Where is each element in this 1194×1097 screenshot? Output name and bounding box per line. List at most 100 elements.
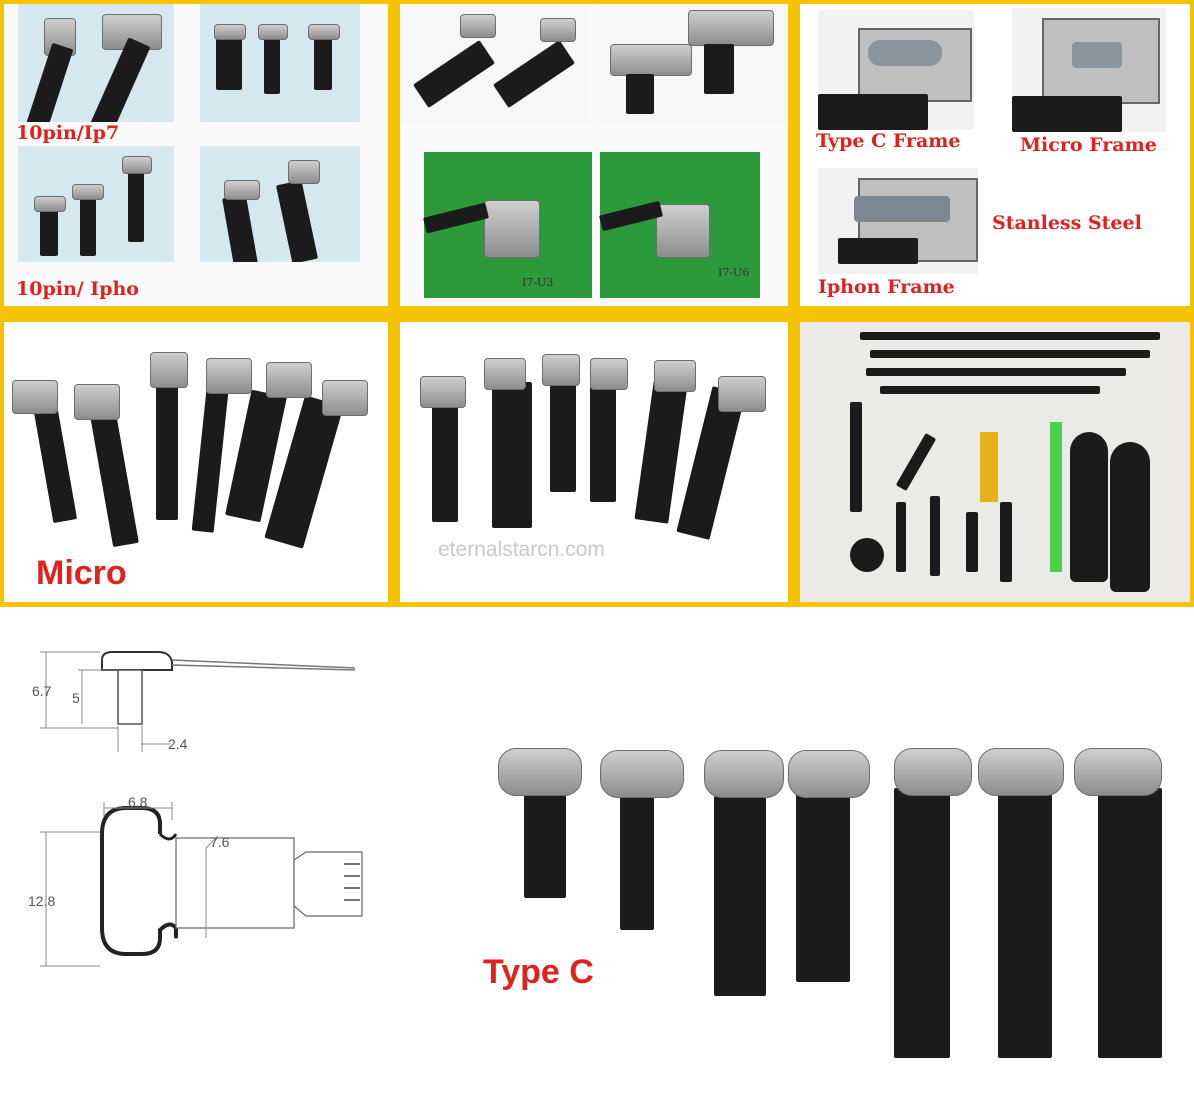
connector-image [288,160,320,184]
type-c-connector-image [704,750,784,798]
flex-cable-image [128,172,144,242]
micro-connector-image [12,380,58,414]
type-c-flex-cable-image [620,790,654,930]
photo-ip7-flat [18,4,174,122]
panel-connectors-row2: eternalstarcn.com [400,322,788,602]
flex-cable-image [264,34,280,94]
metal-shield-image [540,18,576,42]
photo-pcb-u6: I7-U6 [598,152,760,298]
label-10pin-ip7: 10pin/Ip7 [16,122,120,144]
flex-cable-image [896,502,906,572]
connector-image [854,196,950,222]
label-type-c: Type C [483,953,594,991]
dim-side-width: 2.4 [168,736,188,752]
flex-cable-image [895,433,937,491]
type-c-flex-cable-image [524,788,566,898]
photo-ip7-trio [200,4,360,122]
flex-cable-image [432,392,458,522]
type-c-flex-cable-image [894,788,950,1058]
type-c-flex-cable-image [1098,788,1162,1058]
type-c-connector-image [498,748,582,796]
flex-cable-image [1000,502,1012,582]
render-type-c-frame [818,10,974,130]
micro-connector-image [74,384,120,420]
watermark: eternalstarcn.com [438,538,605,561]
panel-frames: Type C Frame Micro Frame Stanless Steel … [800,4,1190,306]
flex-cable-image [550,372,576,492]
flex-cable-image [870,350,1150,358]
dim-top-neck: 7.6 [210,834,230,850]
photo-shield-pair [400,4,590,124]
dim-top-width: 6.8 [128,794,148,810]
flex-cable-image [590,372,616,502]
panel-10pin: 10pin/Ip7 10pin/ Ipho [4,4,388,306]
flex-cable-image [966,512,978,572]
dim-top-height: 12.8 [28,893,56,909]
label-type-c-frame: Type C Frame [816,130,961,152]
type-c-flex-cable-image [998,788,1052,1058]
connector-image [214,24,246,40]
panel-assorted [800,322,1190,602]
photo-ipho-trio [18,146,174,262]
connector-image [308,24,340,40]
metal-shield-image [460,14,496,38]
flex-cable-image [191,371,231,533]
connector-image [34,196,66,212]
panel-shields: I7-U3 I7-U6 [400,4,788,306]
flex-cable-image [275,180,319,262]
flex-cable-image [222,194,258,262]
flex-cable-image [866,368,1126,376]
render-micro-frame [1012,8,1166,132]
frame-image [610,44,692,76]
connector-image [868,40,942,66]
flex-cable-image [850,402,862,512]
type-c-connector-image [978,748,1064,796]
flex-cable-image [880,386,1100,394]
frame-image [688,10,774,46]
side-view-drawing [40,651,356,752]
type-c-flex-cable-image [796,790,850,982]
label-micro: Micro [36,554,127,592]
connector-image [258,24,288,40]
dim-side-inner: 5 [72,690,80,706]
photo-caption: I7-U3 [522,276,554,289]
flex-cable-image [413,40,495,108]
photo-frame-pcb-pair [600,4,788,124]
photo-ipho-pair [200,146,360,262]
label-iphone-frame: Iphon Frame [818,276,955,298]
type-c-connector-image [894,748,972,796]
type-c-connector-image [322,380,368,416]
flex-cable-image [634,380,688,524]
type-c-connector-image [718,376,766,412]
connector-image [72,184,104,200]
flex-cable-image [626,74,654,114]
dim-side-height: 6.7 [32,683,52,699]
panel-micro: Micro [4,322,388,602]
type-c-connector-image [420,376,466,408]
lightning-connector-image [542,354,580,386]
flex-cable-image [493,40,575,108]
flex-cable-image [930,496,940,576]
flex-cable-image [598,200,664,232]
flex-cable-image [314,34,332,90]
flex-cable-image [980,432,998,502]
type-c-connector-image [266,362,312,398]
connector-image [224,180,260,200]
micro-connector-image [484,358,526,390]
render-iphone-frame [818,168,978,274]
type-c-connector-image [788,750,870,798]
photo-caption: I7-U6 [718,266,750,279]
flex-cable-image [818,94,928,130]
connector-image [484,200,540,258]
panel-type-c-row [490,740,1170,1060]
label-10pin-ipho: 10pin/ Ipho [16,278,139,300]
flex-cable-image [838,238,918,264]
flex-cable-image [216,34,242,90]
type-c-connector-image [1074,748,1162,796]
flex-cable-image [80,192,96,256]
flex-cable-image [860,332,1160,340]
flex-cable-image [1050,422,1062,572]
top-view-drawing [40,802,363,967]
round-cable-image [850,538,884,572]
flex-cable-image [24,42,74,122]
